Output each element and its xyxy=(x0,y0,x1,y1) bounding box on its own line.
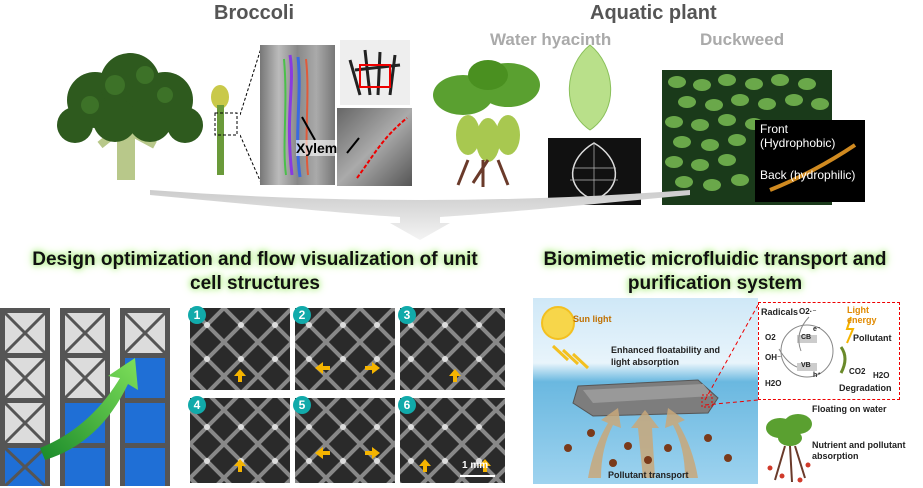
panel-number-5: 5 xyxy=(293,396,311,414)
optimization-arrow-icon xyxy=(40,358,138,460)
left-section-title: Design optimization and flow visualizati… xyxy=(32,249,478,294)
zoom-connector xyxy=(701,304,759,408)
duckweed-cross-section-image xyxy=(755,120,865,202)
nutrient-absorption-label: Nutrient and pollutant absorption xyxy=(812,440,906,461)
floating-plant-image xyxy=(766,414,812,483)
front-hydrophobic-label: Front (Hydrophobic) xyxy=(760,122,836,150)
floating-on-water-label: Floating on water xyxy=(812,404,887,414)
panel-number-1: 1 xyxy=(188,306,206,324)
panel-number-4: 4 xyxy=(188,396,206,414)
unit-cell-structures xyxy=(0,308,170,486)
xylem-label: Xylem xyxy=(296,140,338,156)
flow-visualization-grid: 1 2 3 4 5 6 1 mm xyxy=(188,306,505,483)
aquatic-plant-title: Aquatic plant xyxy=(590,2,717,24)
pollutant-label: Pollutant xyxy=(853,333,892,343)
hyacinth-micro-image xyxy=(548,138,641,205)
cb-label: CB xyxy=(801,334,812,341)
panel-number-6: 6 xyxy=(398,396,416,414)
xylem-image xyxy=(260,45,335,185)
xylem-closeup-image xyxy=(337,108,412,186)
radicals-label: Radicals xyxy=(761,307,799,317)
right-section-title: Biomimetic microfluidic transport and pu… xyxy=(543,249,887,294)
light-energy-label: Light energy xyxy=(847,305,877,325)
h2o-label: H2O xyxy=(765,379,782,388)
o2-label: O2 xyxy=(765,333,776,342)
broccoli-stem-image xyxy=(211,85,238,175)
electron-label: e⁻ xyxy=(813,326,821,333)
ct-scan-image xyxy=(340,40,410,105)
photocatalysis-box: Radicals O2·⁻ Light energy O2 CB e⁻ Poll… xyxy=(758,302,900,400)
panel-number-3: 3 xyxy=(398,306,416,324)
water-hyacinth-label: Water hyacinth xyxy=(490,30,612,49)
co2-label: CO2 xyxy=(849,367,866,376)
hole-label: h⁺ xyxy=(813,372,821,379)
water-hyacinth-image xyxy=(433,60,540,187)
sun-light-label: Sun light xyxy=(573,314,612,324)
degradation-label: Degradation xyxy=(839,383,892,393)
vb-label: VB xyxy=(801,362,811,369)
broccoli-title: Broccoli xyxy=(214,2,295,24)
oh-label: OH⁻ xyxy=(765,353,782,362)
o2-radical-label: O2·⁻ xyxy=(799,307,817,316)
duckweed-label: Duckweed xyxy=(700,30,785,49)
pollutant-transport-label: Pollutant transport xyxy=(608,470,689,480)
floatability-label: Enhanced floatability and light absorpti… xyxy=(611,345,721,367)
purification-schematic: Sun light Enhanced floatability and ligh… xyxy=(533,298,758,484)
broccoli-image xyxy=(57,53,203,180)
funnel-arrow xyxy=(150,190,690,240)
hyacinth-bulb-image xyxy=(568,44,612,131)
panel-number-2: 2 xyxy=(293,306,311,324)
back-hydrophilic-label: Back (hydrophilic) xyxy=(760,168,856,182)
zoom-lines xyxy=(240,44,263,186)
h2o-product-label: H2O xyxy=(873,371,890,380)
scale-bar-label: 1 mm xyxy=(462,460,489,471)
